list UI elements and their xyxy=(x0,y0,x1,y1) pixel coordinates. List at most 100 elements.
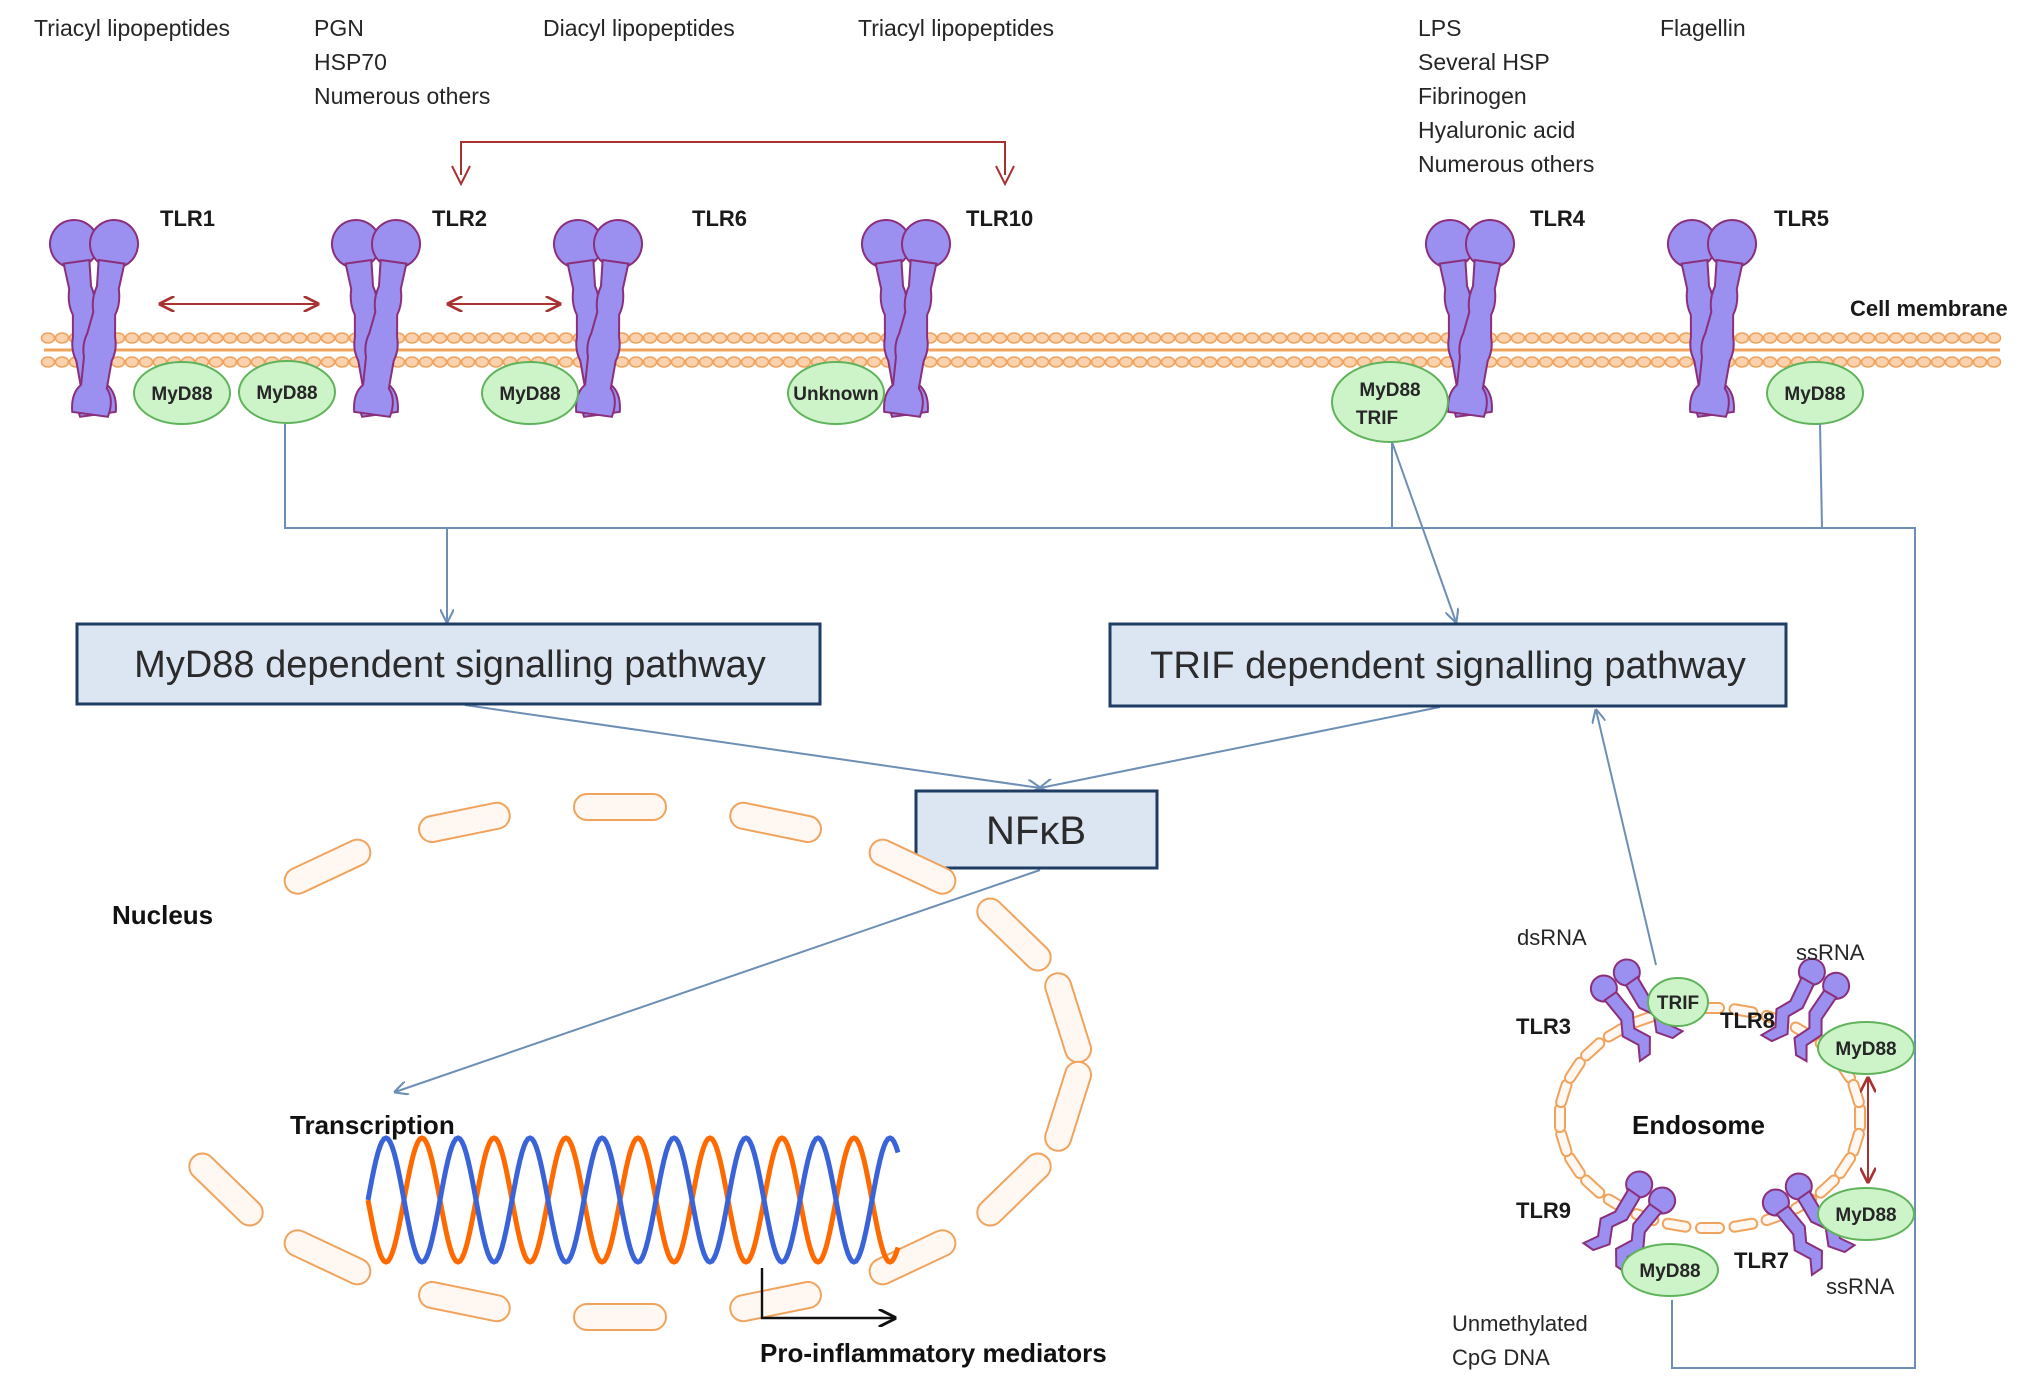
lipid-head xyxy=(1944,332,1960,344)
tlr4-adaptor xyxy=(1331,361,1449,443)
lipid-head xyxy=(1020,332,1036,344)
lipid-head xyxy=(1104,356,1120,368)
lipid-head xyxy=(950,356,966,368)
lipid-head xyxy=(1958,356,1974,368)
endosome-membrane-segment xyxy=(1728,1003,1759,1019)
lipid-head xyxy=(712,332,728,344)
tlr1-adaptor xyxy=(133,361,231,425)
tlr4-ligand-2: Several HSP xyxy=(1418,49,1550,75)
lipid-head xyxy=(1944,356,1960,368)
lipid-head xyxy=(1902,356,1918,368)
lipid-head xyxy=(1342,356,1358,368)
lipid-head xyxy=(1664,356,1680,368)
lipid-head xyxy=(1272,332,1288,344)
lipid-head xyxy=(418,332,434,344)
lipid-head xyxy=(1286,332,1302,344)
tlr3-adaptor xyxy=(1647,977,1709,1027)
lipid-head xyxy=(1160,356,1176,368)
lipid-head xyxy=(1272,356,1288,368)
lipid-head xyxy=(1874,332,1890,344)
lipid-head xyxy=(698,356,714,368)
lipid-head xyxy=(1216,356,1232,368)
lipid-head xyxy=(1580,332,1596,344)
lipid-head xyxy=(418,356,434,368)
lipid-head xyxy=(1762,356,1778,368)
lipid-head xyxy=(558,356,574,368)
lipid-head xyxy=(1174,356,1190,368)
lipid-head xyxy=(838,332,854,344)
nuclear-envelope-segment xyxy=(976,897,1052,972)
transcription-label: Transcription xyxy=(290,1110,455,1140)
nfkb-box xyxy=(914,789,1159,870)
lipid-head xyxy=(1636,356,1652,368)
lipid-head xyxy=(1566,356,1582,368)
lipid-head xyxy=(1188,332,1204,344)
dna-strand-orange xyxy=(365,1135,901,1265)
trif-to-nfkb-arrow xyxy=(1040,706,1441,788)
lipid-head xyxy=(1594,332,1610,344)
trif-pathway-arrow xyxy=(1391,441,1456,622)
tlr2-ligand-1: PGN xyxy=(314,15,364,41)
output-label: Pro-inflammatory mediators xyxy=(760,1338,1107,1368)
lipid-head xyxy=(964,356,980,368)
lipid-head xyxy=(1342,332,1358,344)
endosome-membrane-segment xyxy=(1695,1222,1725,1234)
lipid-head xyxy=(1972,356,1988,368)
tlr4-ligand-4: Hyaluronic acid xyxy=(1418,117,1575,143)
lipid-head xyxy=(488,332,504,344)
tlr5-adaptor-label: MyD88 xyxy=(1784,384,1845,405)
endosome-membrane-segment xyxy=(1580,1037,1606,1062)
lipid-head xyxy=(1650,332,1666,344)
lipid-head xyxy=(1160,332,1176,344)
tlr2-label: TLR2 xyxy=(432,206,487,231)
lipid-head xyxy=(810,332,826,344)
nfkb-to-transcription-arrow xyxy=(395,869,1041,1092)
lipid-head xyxy=(544,332,560,344)
lipid-head xyxy=(628,332,644,344)
lipid-head xyxy=(264,332,280,344)
ssrna-tlr7-label: ssRNA xyxy=(1826,1274,1895,1299)
trif-pathway-box xyxy=(1108,622,1788,708)
tlr2-ligand-3: Numerous others xyxy=(314,83,490,109)
lipid-head xyxy=(1244,356,1260,368)
lipid-head xyxy=(1804,332,1820,344)
tlr4-adaptor-label-2: TRIF xyxy=(1356,408,1398,429)
lipid-head xyxy=(1790,332,1806,344)
lipid-head xyxy=(334,356,350,368)
myd88-to-nfkb-arrow xyxy=(464,704,1040,788)
lipid-head xyxy=(824,332,840,344)
lipid-head xyxy=(1076,332,1092,344)
lipid-head xyxy=(992,356,1008,368)
nuclear-envelope-segment xyxy=(283,838,372,895)
lipid-head xyxy=(432,356,448,368)
endosome-trif-arrow xyxy=(1596,710,1657,966)
tlr3-adaptor-label: TRIF xyxy=(1657,993,1699,1014)
lipid-head xyxy=(754,356,770,368)
tlr6-label: TLR6 xyxy=(692,206,747,231)
tlr4-ligand-3: Fibrinogen xyxy=(1418,83,1527,109)
lipid-head xyxy=(474,356,490,368)
lipid-head xyxy=(1818,332,1834,344)
lipid-head xyxy=(978,332,994,344)
lipid-head xyxy=(1496,356,1512,368)
lipid-head xyxy=(1034,332,1050,344)
tlr10-adaptor-label: Unknown xyxy=(793,384,879,405)
tlr9-adaptor xyxy=(1621,1243,1719,1297)
lipid-head xyxy=(1202,332,1218,344)
tlr6-adaptor-label: MyD88 xyxy=(499,384,560,405)
lipid-head xyxy=(1048,356,1064,368)
lipid-head xyxy=(152,332,168,344)
nuclear-envelope-segment xyxy=(188,1152,264,1227)
lipid-head xyxy=(404,356,420,368)
tlr4-label: TLR4 xyxy=(1530,206,1586,231)
lipid-head xyxy=(180,332,196,344)
nuclear-envelope-segment xyxy=(283,1229,372,1286)
lipid-head xyxy=(1916,356,1932,368)
main-bus-line xyxy=(284,424,1916,1369)
tlr4-adaptor-label-1: MyD88 xyxy=(1359,380,1420,401)
lipid-head xyxy=(1524,332,1540,344)
lipid-head xyxy=(1062,332,1078,344)
lipid-head xyxy=(740,332,756,344)
lipid-head xyxy=(1146,356,1162,368)
lipid-head xyxy=(1286,356,1302,368)
